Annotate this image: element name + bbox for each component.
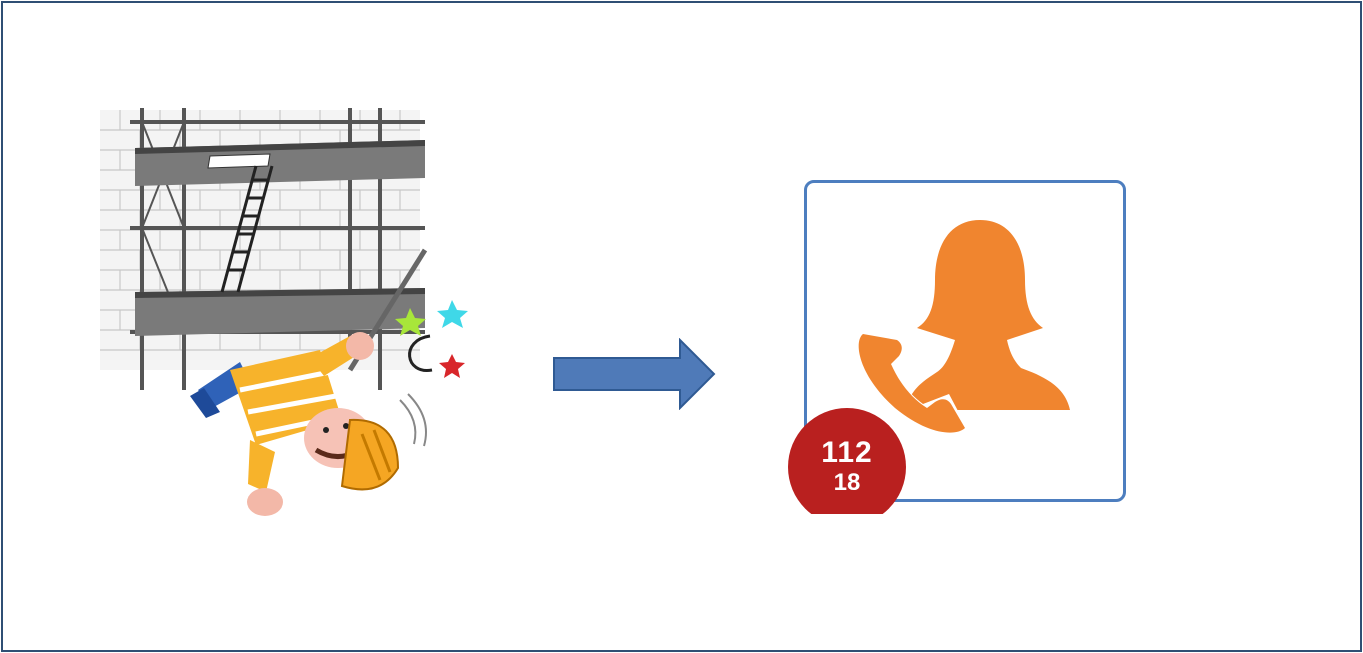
scaffold-platforms [135,140,425,336]
falling-worker [190,332,427,516]
badge-number-secondary: 18 [833,469,861,496]
emergency-number-badge: 112 18 [788,408,906,514]
worker-falling-from-scaffold-icon [100,108,468,516]
phone-handset-icon [847,322,967,436]
emergency-contact-icon [847,220,1070,436]
impact-stars-icon [395,300,468,378]
ladder [220,165,274,293]
person-silhouette [905,220,1070,410]
badge-number-primary: 112 [821,436,873,469]
right-arrow-icon [553,338,716,410]
